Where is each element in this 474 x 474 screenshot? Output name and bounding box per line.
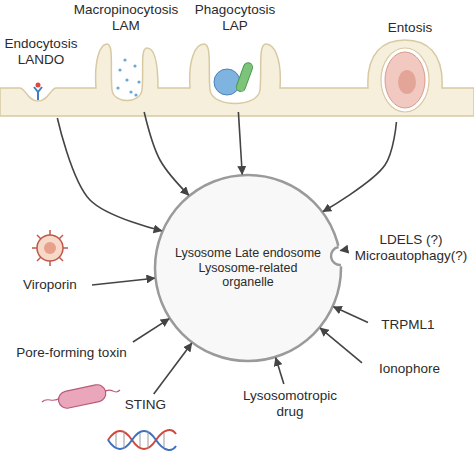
receptor-symbol: [34, 87, 42, 100]
pathway-label: Endocytosis LANDO: [0, 36, 82, 118]
arrow-connector: [334, 307, 368, 323]
pathway-label: Macropinocytosis LAM: [66, 2, 186, 112]
node-text: LDELS (?) Microautophagy(?): [348, 232, 474, 264]
stimulus-label: Viroporin: [8, 274, 92, 296]
stimulus-label: Ionophore: [362, 358, 457, 380]
entotic-vacuole: [381, 48, 429, 112]
node-text: TRPML1: [381, 317, 434, 333]
arrow-connector: [154, 343, 192, 394]
cell-nucleus: [398, 70, 416, 94]
arrow-connector: [320, 328, 362, 363]
node-text: Pore-forming toxin: [16, 345, 126, 361]
pathway-label: Entosis: [370, 20, 450, 122]
dna-icon: [108, 430, 176, 450]
stimulus-label: Pore-forming toxin: [4, 342, 139, 364]
stimulus-label: TRPML1: [368, 314, 448, 336]
invading-cell: [385, 52, 425, 108]
arrow-connector: [276, 358, 284, 384]
arrow-connector: [133, 319, 169, 342]
arrow-connector: [323, 122, 396, 212]
node-text: Lysosomotropic drug: [235, 388, 345, 420]
arrow-connector: [57, 118, 161, 231]
arrow-connector: [238, 112, 242, 174]
virus-icon: [32, 230, 68, 266]
node-text: Entosis: [388, 20, 432, 36]
organelle-circle: Lysosome Late endosome Lysosome-related …: [153, 173, 343, 363]
cargo-particle: [214, 69, 240, 95]
node-text: Endocytosis LANDO: [0, 36, 82, 68]
node-text: Lysosome Late endosome Lysosome-related …: [173, 246, 323, 290]
ligand-dot: [36, 83, 41, 88]
fluid-dots: [116, 58, 140, 96]
organelle-membrane: [155, 175, 341, 361]
arrow-connector: [144, 112, 188, 195]
node-text: Phagocytosis LAP: [188, 2, 282, 34]
bacterium-icon: [42, 383, 120, 410]
stimulus-label: LDELS (?) Microautophagy(?): [348, 228, 474, 268]
notch-cover: [330, 246, 351, 267]
node-text: Viroporin: [23, 277, 77, 293]
pathway-label: Phagocytosis LAP: [188, 2, 282, 112]
stimulus-label: STING: [118, 394, 173, 416]
plasma-membrane: [0, 40, 474, 116]
notch-edge: [331, 247, 341, 265]
node-text: Macropinocytosis LAM: [66, 2, 186, 34]
node-text: STING: [125, 397, 166, 413]
bacterium-cargo: [235, 62, 254, 93]
stimulus-label: Lysosomotropic drug: [235, 384, 345, 424]
arrow-connector: [92, 278, 155, 285]
node-text: Ionophore: [379, 361, 440, 377]
